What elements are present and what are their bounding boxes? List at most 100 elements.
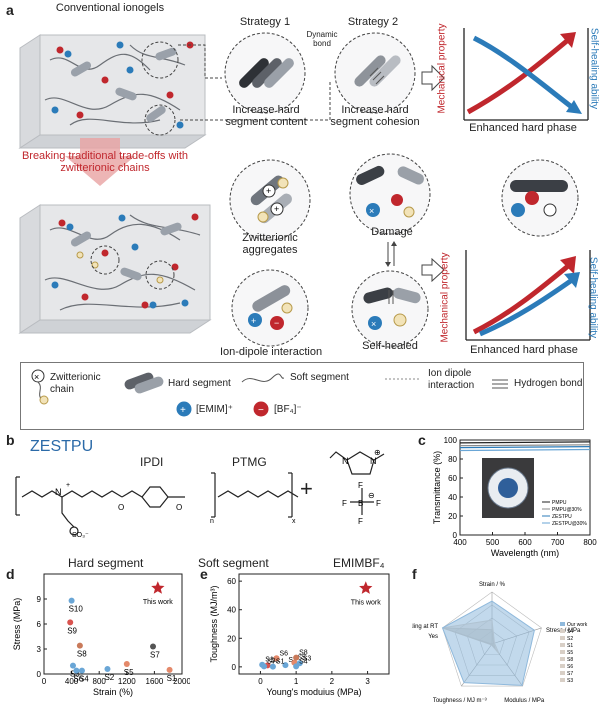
legend-emim: [EMIM]⁺ (196, 404, 233, 415)
data-point (69, 662, 76, 669)
self-healed-label: Self-healed (362, 340, 418, 352)
x-axis-label: Strain (%) (93, 687, 133, 697)
data-point (104, 666, 111, 672)
panel-d-label: d (6, 566, 15, 582)
legend-entry: S4 (567, 629, 573, 635)
data-label: S1 (167, 674, 177, 683)
photo-logo (498, 478, 518, 498)
legend-swatch (560, 643, 565, 647)
self-healed-diagram: × (351, 270, 429, 348)
svg-text:F: F (342, 499, 347, 508)
data-label: S9 (271, 657, 280, 664)
soft-segment-label: Soft segment (198, 556, 269, 570)
data-label: S8 (299, 650, 308, 657)
dynamic-bond-label: Dynamic bond (306, 30, 338, 48)
svg-text:−: − (258, 405, 264, 416)
legend-zwitterionic: Zwitterionic chain (50, 372, 101, 395)
svg-text:N: N (55, 487, 62, 497)
data-point (78, 667, 85, 674)
data-label: S7 (267, 658, 276, 665)
data-point (261, 663, 267, 670)
radar-axis-label: Self-healing at RT (412, 624, 438, 630)
legend-entry: S6 (567, 664, 573, 670)
legend-entry: PMPU (552, 500, 567, 506)
data-point (293, 663, 300, 670)
y-tick-label: 3 (37, 645, 42, 654)
legend-entry: S1 (567, 643, 573, 649)
svg-text:+: + (180, 405, 186, 416)
strategy1-diagram (224, 32, 306, 114)
svg-text:B: B (358, 499, 363, 508)
emimbf4-structure: N N ⊕ F F B ⊖ F F (329, 448, 385, 526)
x-tick-label: 600 (518, 538, 532, 547)
svg-text:+: + (266, 186, 271, 196)
x-tick-label: 800 (93, 677, 107, 686)
top-connectors (178, 44, 445, 121)
svg-text:−: − (274, 318, 279, 328)
ion-dipole-label: Ion-dipole interaction (219, 346, 323, 358)
data-label: This work (143, 599, 173, 606)
down-arrow (65, 138, 135, 186)
x-tick-label: 3 (365, 677, 370, 686)
y-tick-label: 0 (37, 670, 42, 679)
data-label: S10 (69, 605, 84, 614)
plus-sign: + (300, 476, 313, 501)
top-xaxis-label: Enhanced hard phase (469, 122, 577, 134)
ion-dipole-line-icon (385, 378, 421, 380)
data-point (282, 662, 289, 669)
legend-swatch (560, 678, 565, 682)
data-point (269, 663, 276, 670)
radar-axis-label: Modulus / MPa (504, 698, 545, 704)
series-line (459, 446, 591, 449)
panel-a-label: a (6, 2, 14, 18)
data-label: S3 (303, 655, 312, 662)
y-axis-label: Toughness (MJ/m³) (209, 585, 219, 662)
data-label: This work (351, 599, 381, 606)
legend-entry: Our work (567, 622, 588, 628)
radar-axis-label: Toughness / MJ m⁻³ (433, 698, 487, 704)
legend-swatch (560, 671, 565, 675)
legend-ion-dipole: Ion dipole interaction (428, 368, 475, 391)
data-label: S2 (104, 673, 114, 682)
zwitterionic-chain-icon: × (31, 369, 49, 405)
data-point-star (151, 581, 165, 594)
data-label: S6 (280, 650, 289, 657)
svg-text:+: + (66, 482, 70, 489)
y-tick-label: 20 (227, 634, 236, 643)
bottom-heal-axis: Self-healing ability (587, 256, 599, 339)
ion-dipole-diagram: + − (231, 269, 309, 347)
tradeoff-plot-bottom (465, 250, 591, 341)
top-heal-axis: Self-healing ability (588, 27, 600, 110)
hard-segment-label: Hard segment (68, 556, 144, 570)
data-point-star (359, 581, 373, 594)
legend-hard-segment: Hard segment (168, 378, 231, 389)
data-point (293, 654, 300, 661)
x-tick-label: 2000 (173, 677, 190, 686)
x-tick-label: 500 (486, 538, 500, 547)
y-tick-label: 9 (37, 595, 42, 604)
svg-text:N: N (342, 456, 349, 466)
legend-bf4: [BF₄]⁻ (274, 404, 302, 415)
panel-b-label: b (6, 432, 15, 448)
x-tick-label: 400 (65, 677, 79, 686)
data-point (123, 661, 130, 667)
radar-grid (442, 591, 542, 687)
x-tick-label: 2 (330, 677, 335, 686)
y-axis-label: Transmittance (%) (432, 451, 442, 524)
y-tick-label: 60 (227, 577, 236, 586)
legend-entry: PMPU@30% (552, 507, 582, 513)
data-label: S10 (265, 657, 278, 664)
legend-entry: S5 (567, 650, 573, 656)
reversible-arrows (385, 241, 397, 267)
data-label: S1 (276, 659, 285, 666)
panel-e-label: e (200, 566, 208, 582)
y-tick-label: 40 (227, 606, 236, 615)
legend-swatch (560, 664, 565, 668)
svg-text:⊖: ⊖ (368, 491, 375, 500)
svg-text:F: F (376, 499, 381, 508)
y-tick-label: 6 (37, 620, 42, 629)
x-tick-label: 700 (551, 538, 565, 547)
svg-text:×: × (34, 372, 39, 382)
